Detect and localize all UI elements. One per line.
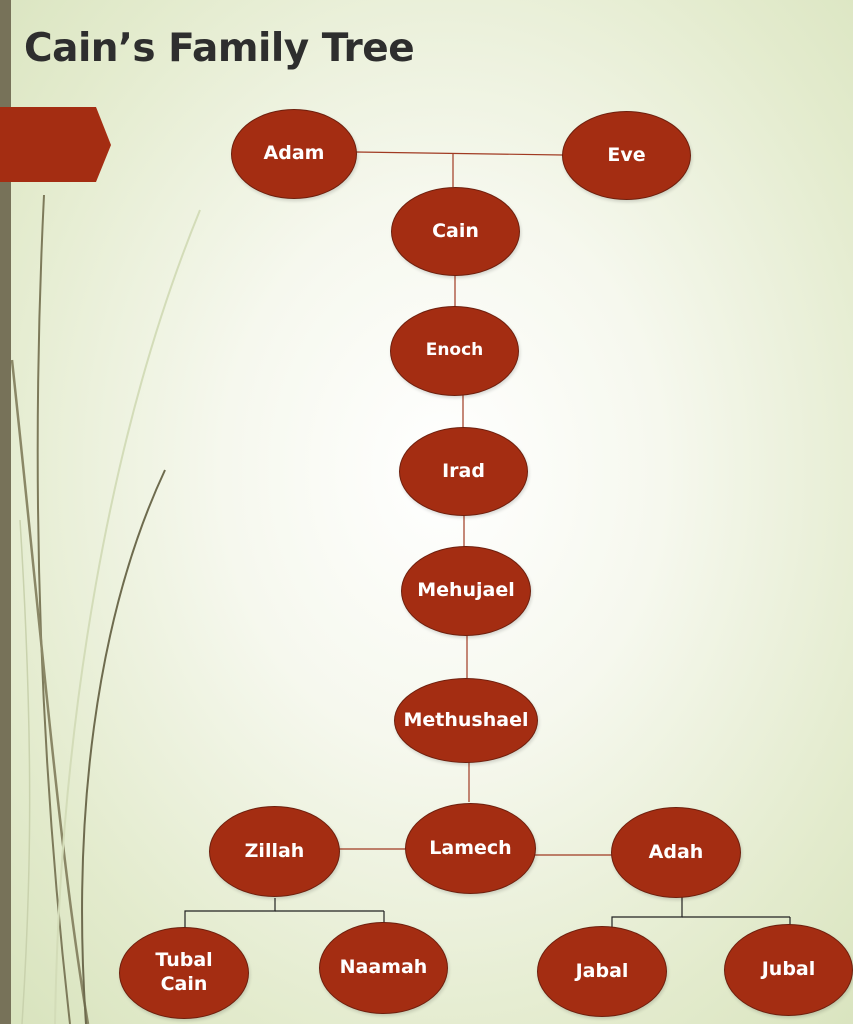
slide-title: Cain’s Family Tree [24, 26, 415, 71]
node-cain: Cain [391, 187, 520, 276]
node-lamech: Lamech [405, 803, 536, 894]
node-tubal-cain: Tubal Cain [119, 927, 249, 1019]
node-adam: Adam [231, 109, 357, 199]
node-jabal: Jabal [537, 926, 667, 1017]
zillah-children-connector [184, 898, 276, 936]
slide-side-bar [0, 0, 11, 1024]
title-accent-tab [0, 107, 111, 182]
node-methushael: Methushael [394, 678, 538, 763]
adam-eve-connector [355, 151, 564, 156]
adah-children-connector [611, 897, 683, 928]
node-jubal: Jubal [724, 924, 853, 1016]
node-eve: Eve [562, 111, 691, 200]
node-adah: Adah [611, 807, 741, 898]
grass-decoration [10, 194, 201, 1024]
node-zillah: Zillah [209, 806, 340, 897]
node-mehujael: Mehujael [401, 546, 531, 636]
node-irad: Irad [399, 427, 528, 516]
node-enoch: Enoch [390, 306, 519, 396]
node-naamah: Naamah [319, 922, 448, 1014]
